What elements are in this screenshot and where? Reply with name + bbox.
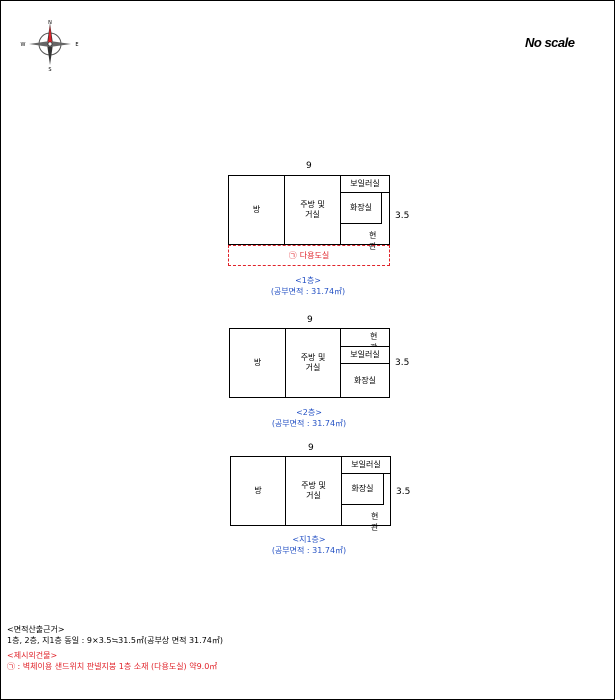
room-bang: 방 [230,456,286,526]
caption-first: <1층> (공부면적 : 31.74㎡) [208,275,408,297]
room-bath: 화장실 [340,363,390,398]
compass-north: N [48,20,52,26]
extra-building-title: <제시외건물> [7,651,58,660]
room-kitchen: 주방 및 거실 [285,328,341,398]
room-kitchen: 주방 및 거실 [285,456,342,526]
caption-area: (공부면적 : 31.74㎡) [271,419,347,428]
dim-width: 9 [307,315,313,325]
caption-title: <지1층> [292,535,326,544]
dim-width: 9 [306,161,312,171]
dim-height: 3.5 [396,487,411,497]
caption-basement: <지1층> (공부면적 : 31.74㎡) [209,534,409,556]
caption-second: <2층> (공부면적 : 31.74㎡) [209,407,409,429]
room-bath: 화장실 [340,192,382,224]
room-boiler: 보일러실 [340,175,390,193]
room-boiler: 보일러실 [340,346,390,364]
extra-building-text: ㉠ : 벽체이용 샌드위치 판넬지붕 1층 소재 (다용도실) 약9.0㎡ [7,661,223,672]
area-basis-title: <면적산출근거> [7,625,65,634]
room-entry: 현관 [371,512,379,532]
compass-west: W [21,42,26,48]
annex-mark: ㉠ [288,251,297,260]
room-bang: 방 [228,175,285,245]
dim-height: 3.5 [395,358,410,368]
area-basis-text: 1층, 2층, 지1층 동일 : 9×3.5≒31.5㎡(공부상 면적 31.7… [7,636,223,645]
compass-south: S [48,67,51,73]
room-kitchen: 주방 및 거실 [284,175,341,245]
caption-area: (공부면적 : 31.74㎡) [271,546,347,555]
room-bath: 화장실 [341,473,384,505]
caption-area: (공부면적 : 31.74㎡) [270,287,346,296]
annex-label: 다용도실 [299,251,330,260]
caption-title: <2층> [296,408,322,417]
extra-mark: ㉠ [7,662,15,671]
room-bang: 방 [229,328,286,398]
room-boiler: 보일러실 [341,456,391,474]
scale-note: No scale [525,35,575,50]
dim-height: 3.5 [395,211,410,221]
dim-width: 9 [308,443,314,453]
room-entry: 현관 [369,231,377,251]
caption-title: <1층> [295,276,321,285]
compass-east: E [75,42,78,48]
notes-block: <면적산출근거> 1층, 2층, 지1층 동일 : 9×3.5≒31.5㎡(공부… [7,624,223,672]
extra-desc: : 벽체이용 샌드위치 판넬지붕 1층 소재 (다용도실) 약9.0㎡ [17,662,218,671]
compass-rose-icon: N S W E [19,17,81,73]
annex-utility-room: ㉠ 다용도실 [228,245,390,266]
